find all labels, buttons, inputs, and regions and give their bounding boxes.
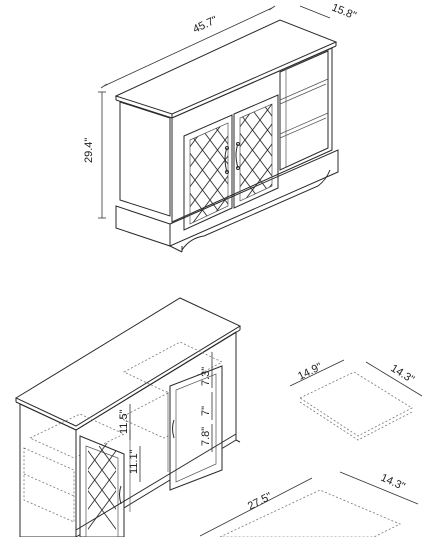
small-shelf-panel: 14.9" 14.3" bbox=[289, 359, 423, 441]
small-shelf-width-label: 14.9" bbox=[296, 361, 324, 383]
small-shelf-depth-label: 14.3" bbox=[388, 362, 416, 386]
shelf-height-lower-label: 11.1" bbox=[128, 449, 140, 474]
right-door bbox=[233, 94, 279, 209]
door-upper-label: 7.3" bbox=[200, 367, 212, 386]
open-cabinet-view bbox=[14, 297, 242, 538]
open-door-handle-icon bbox=[119, 485, 122, 505]
width-label: 45.7" bbox=[191, 14, 219, 36]
door-lower-label: 7.8" bbox=[200, 427, 212, 446]
height-label: 29.4" bbox=[83, 138, 95, 163]
open-right-door-handle-icon bbox=[172, 419, 175, 439]
interior-dimensions: 11.5" 11.1" 7.3" 7" 7.8" bbox=[118, 352, 213, 482]
left-door bbox=[183, 114, 233, 231]
closed-cabinet-view bbox=[114, 19, 339, 253]
large-shelf-width-label: 27.5" bbox=[246, 490, 274, 512]
open-left-door bbox=[79, 435, 125, 538]
large-shelf-panel: 27.5" 14.3" bbox=[199, 471, 419, 538]
cabinet-side bbox=[119, 101, 171, 217]
open-door-lattice bbox=[88, 440, 116, 537]
shelf-height-upper-label: 11.5" bbox=[118, 409, 130, 434]
depth-label: 15.8" bbox=[330, 2, 358, 23]
door-middle-label: 7" bbox=[200, 406, 212, 416]
cabinet-base-front bbox=[169, 149, 339, 247]
open-cabinet-side bbox=[19, 403, 77, 538]
cabinet-front bbox=[171, 47, 333, 223]
open-right-door bbox=[169, 365, 223, 491]
